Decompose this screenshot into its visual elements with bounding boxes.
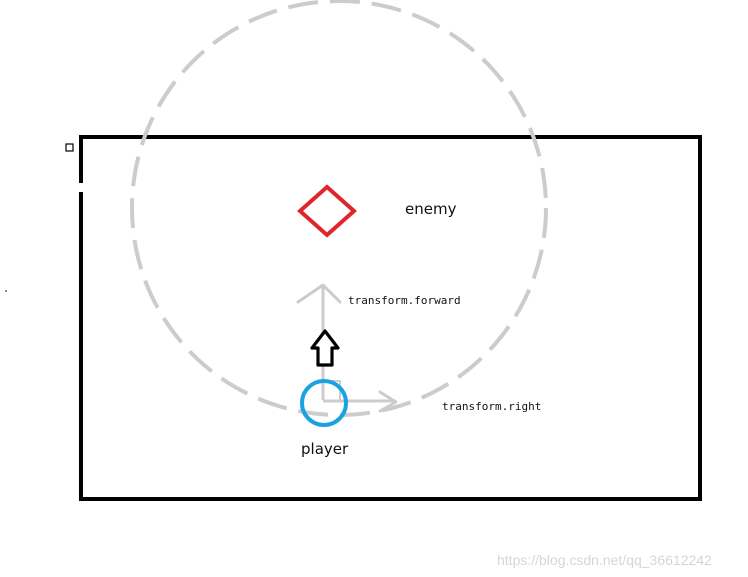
stray-dot: [5, 290, 7, 292]
right-vector-label: transform.right: [442, 400, 541, 413]
forward-vector-label: transform.forward: [348, 294, 461, 307]
forward-vector-head: [296, 283, 342, 304]
player-circle: [300, 379, 348, 427]
move-direction-arrow: [310, 329, 340, 367]
detection-range-circle: [130, 0, 548, 417]
handle-square: [65, 143, 74, 152]
enemy-label: enemy: [405, 200, 457, 218]
enemy-diamond: [296, 184, 358, 238]
scene-frame-border: [79, 135, 702, 501]
watermark-text: https://blog.csdn.net/qq_36612242: [497, 552, 712, 568]
player-label: player: [301, 440, 349, 458]
right-vector-head: [378, 390, 398, 413]
scene-frame: [79, 135, 702, 501]
